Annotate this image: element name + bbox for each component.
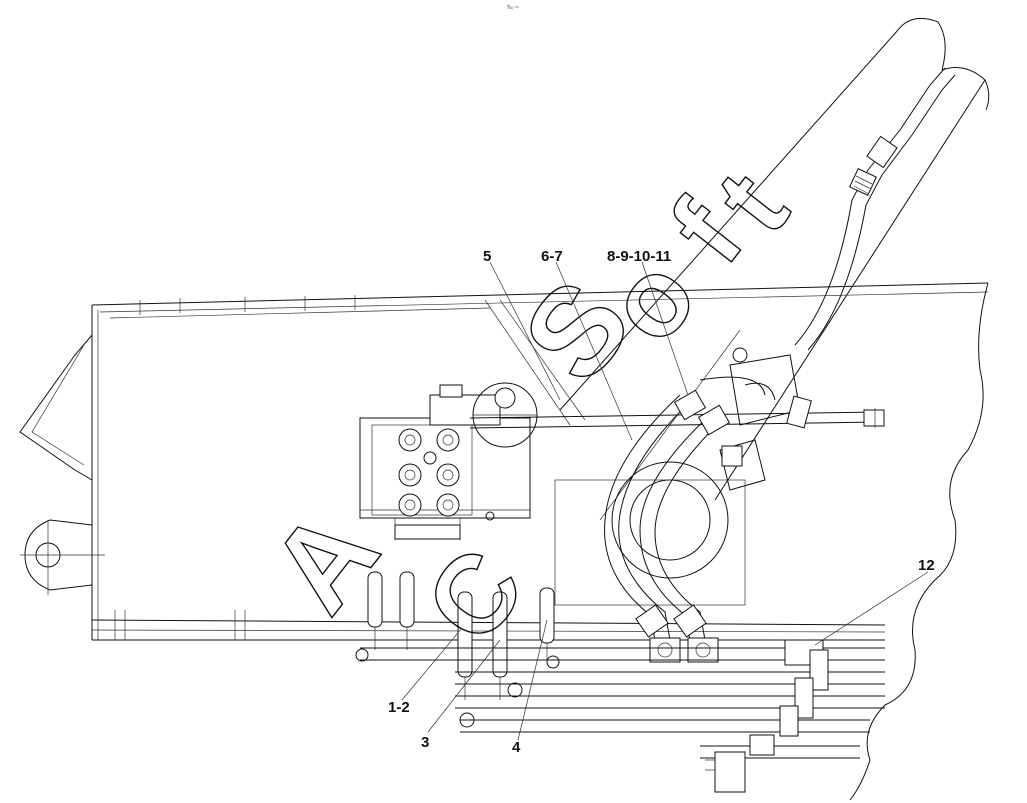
callouts: 5 6-7 8-9-10-11 12 1-2 3 4 xyxy=(388,248,935,756)
leader-lines xyxy=(401,261,929,741)
hose-crimps xyxy=(635,389,731,663)
pipe-bundle xyxy=(360,639,885,793)
header-mark: ‰ ═ xyxy=(507,5,520,11)
main-frame xyxy=(19,282,989,801)
watermark-logo: A C S o f t xyxy=(244,149,812,665)
callout-8-9-10-11: 8-9-10-11 xyxy=(607,248,671,265)
callout-3: 3 xyxy=(421,734,429,751)
valve-ports xyxy=(398,428,460,517)
upper-fitting xyxy=(849,135,898,196)
svg-text:C: C xyxy=(402,526,548,664)
callout-4: 4 xyxy=(512,739,521,756)
callout-6-7: 6-7 xyxy=(541,248,563,265)
vertical-hoses xyxy=(355,571,560,728)
swivel-unit xyxy=(554,347,812,606)
curved-hoses xyxy=(604,376,776,663)
actuator-rod xyxy=(469,408,885,429)
callout-5: 5 xyxy=(483,248,491,265)
valve-block xyxy=(359,382,538,540)
callout-12: 12 xyxy=(918,557,935,574)
callout-1-2: 1-2 xyxy=(388,699,410,716)
